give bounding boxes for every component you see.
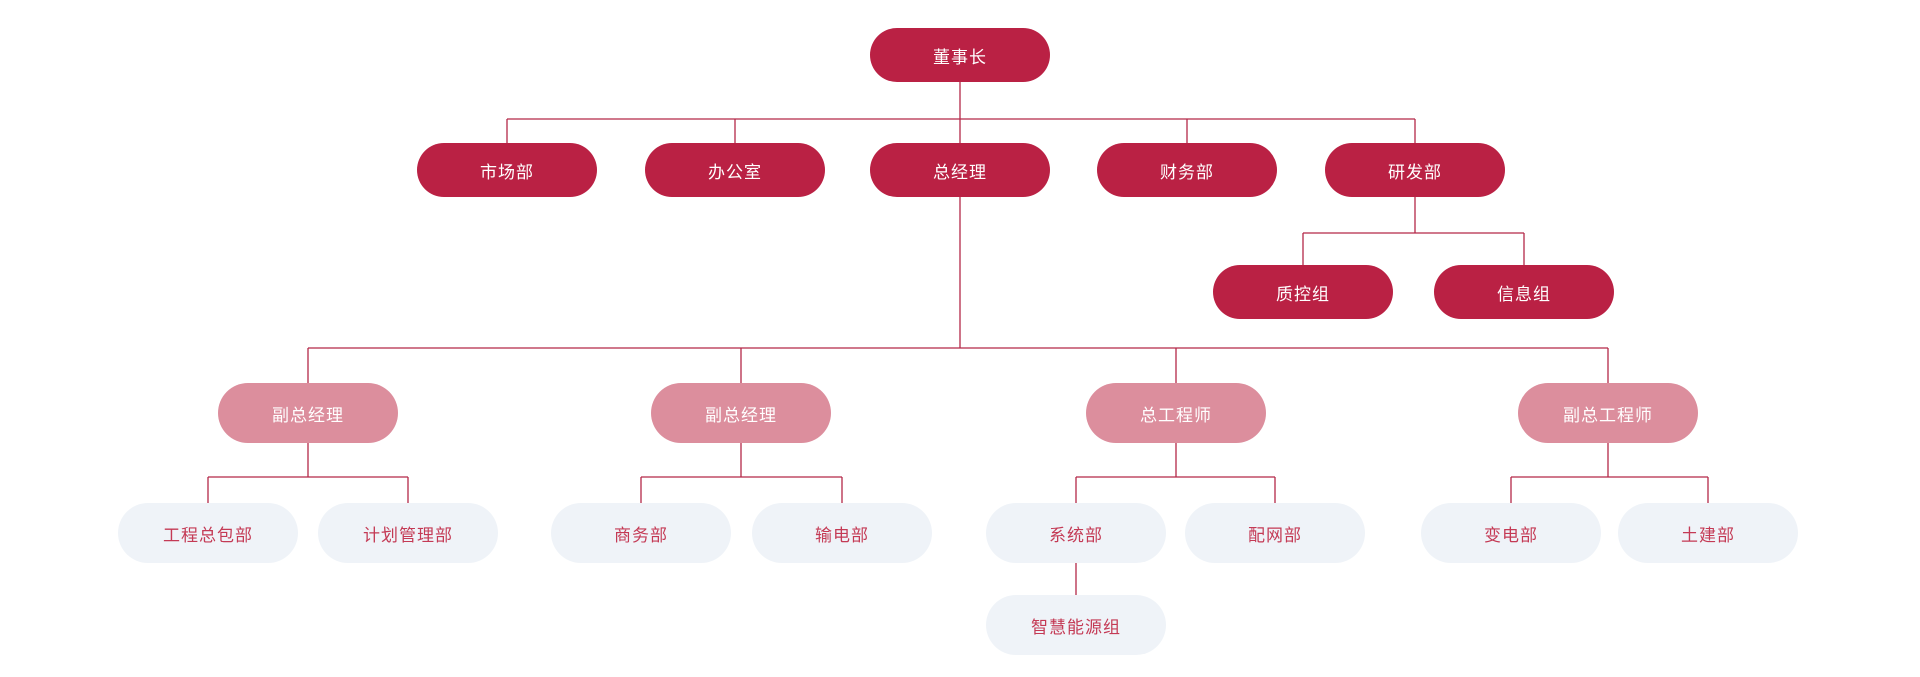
node-deputy-chief-engineer[interactable]: 副总工程师 — [1518, 383, 1698, 443]
node-finance-dept[interactable]: 财务部 — [1097, 143, 1277, 197]
node-civil-engineering-dept[interactable]: 土建部 — [1618, 503, 1798, 563]
node-quality-control-group[interactable]: 质控组 — [1213, 265, 1393, 319]
node-planning-mgmt-dept[interactable]: 计划管理部 — [318, 503, 498, 563]
node-deputy-gm-1[interactable]: 副总经理 — [218, 383, 398, 443]
node-chief-engineer[interactable]: 总工程师 — [1086, 383, 1266, 443]
node-power-transmission-dept[interactable]: 输电部 — [752, 503, 932, 563]
node-general-manager[interactable]: 总经理 — [870, 143, 1050, 197]
node-rnd-dept[interactable]: 研发部 — [1325, 143, 1505, 197]
node-deputy-gm-2[interactable]: 副总经理 — [651, 383, 831, 443]
node-information-group[interactable]: 信息组 — [1434, 265, 1614, 319]
node-smart-energy-group[interactable]: 智慧能源组 — [986, 595, 1166, 655]
node-system-dept[interactable]: 系统部 — [986, 503, 1166, 563]
node-marketing-dept[interactable]: 市场部 — [417, 143, 597, 197]
node-epc-dept[interactable]: 工程总包部 — [118, 503, 298, 563]
node-office[interactable]: 办公室 — [645, 143, 825, 197]
node-chairman[interactable]: 董事长 — [870, 28, 1050, 82]
node-distribution-network-dept[interactable]: 配网部 — [1185, 503, 1365, 563]
node-substation-dept[interactable]: 变电部 — [1421, 503, 1601, 563]
node-commerce-dept[interactable]: 商务部 — [551, 503, 731, 563]
